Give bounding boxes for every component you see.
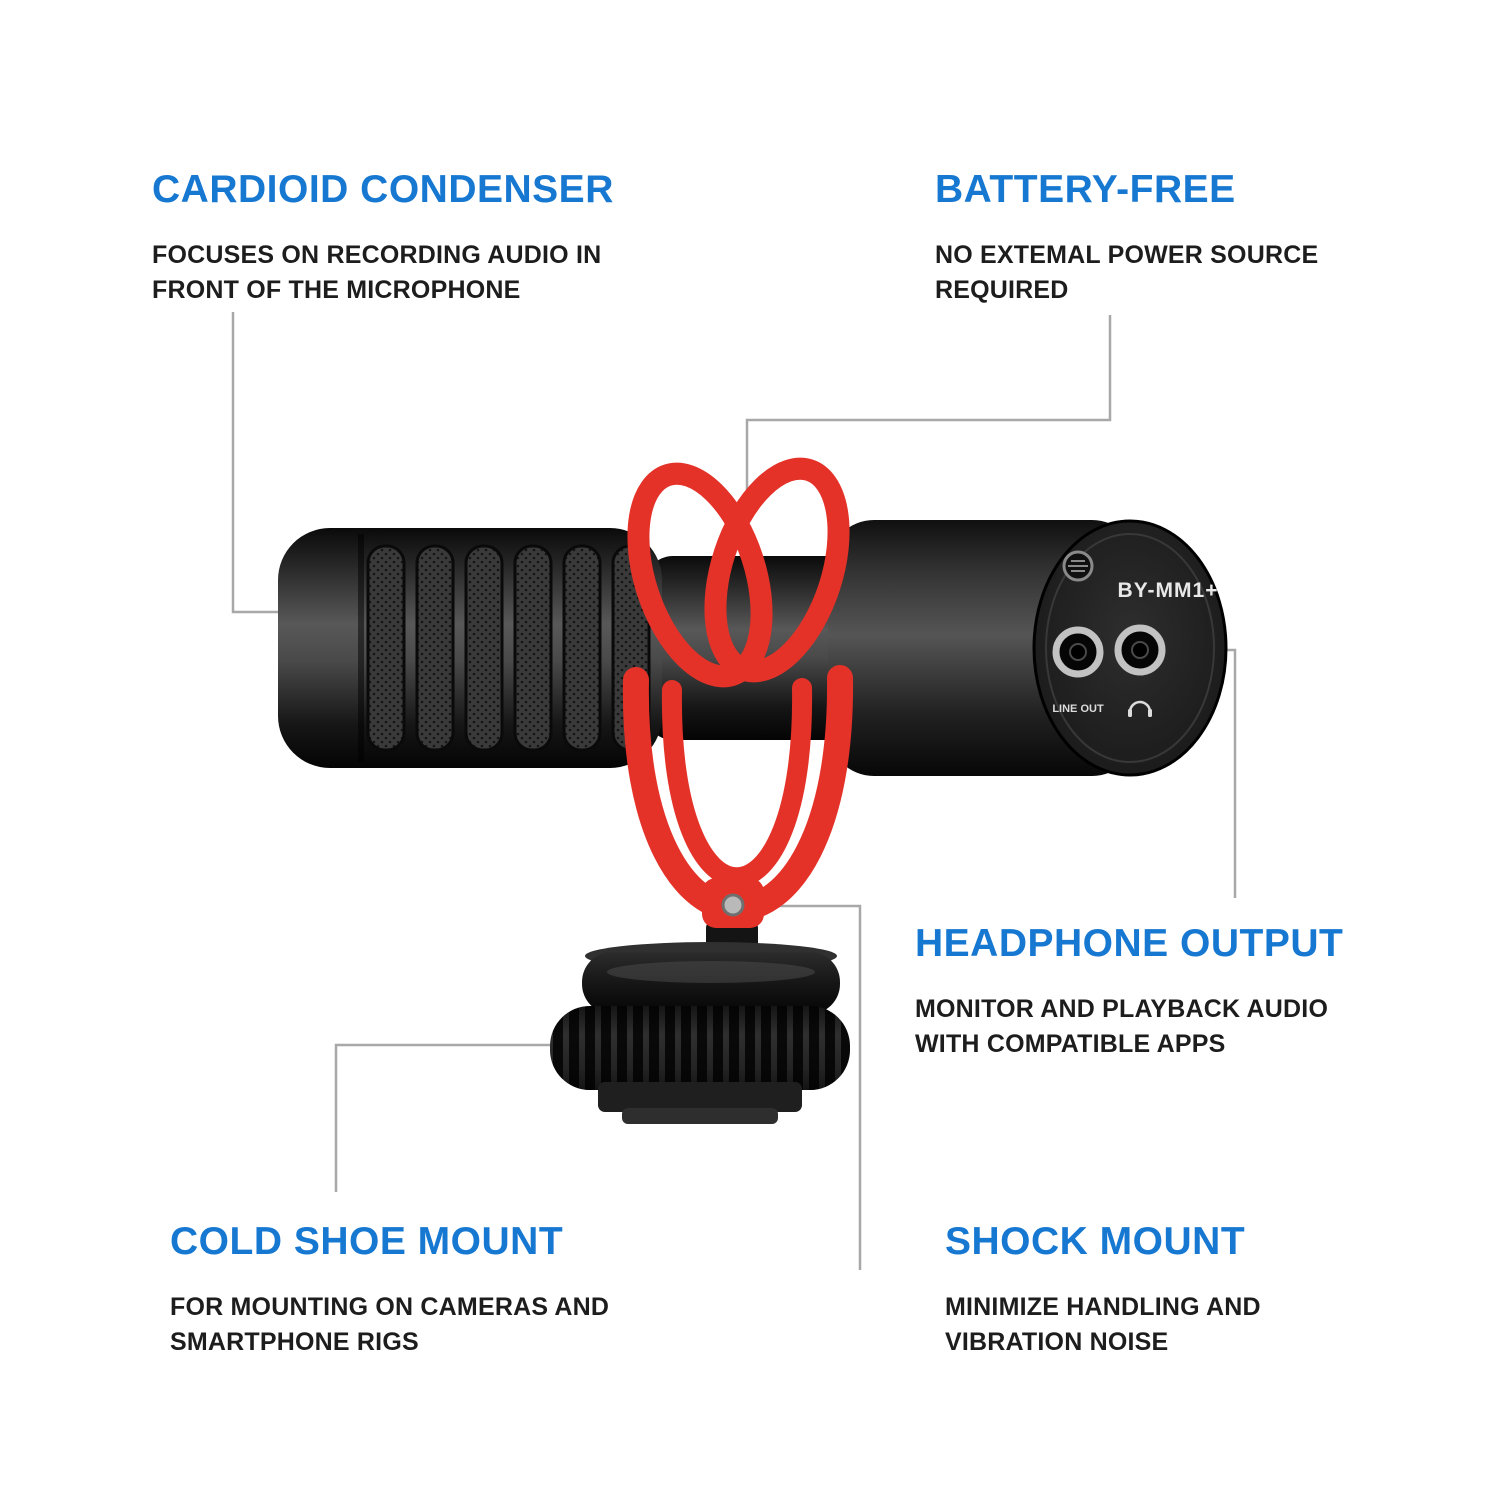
- shock-band-right: [704, 457, 850, 683]
- windscreen: [278, 528, 662, 768]
- rear-face-rim: [1032, 519, 1228, 777]
- shoe-foot: [622, 1108, 778, 1124]
- windscreen-slot: [562, 544, 602, 752]
- line-out-label: LINE OUT: [1052, 703, 1104, 715]
- rear-face-inner-rim: [1045, 533, 1215, 763]
- feature-description: MINIMIZE HANDLING AND VIBRATION NOISE: [945, 1292, 1261, 1356]
- shoe-disc-highlight: [607, 961, 815, 983]
- feature-cold-shoe-mount: COLD SHOE MOUNT FOR MOUNTING ON CAMERAS …: [170, 1220, 620, 1360]
- cold-shoe-mount: [550, 920, 850, 1124]
- callout-line-battery-free: [745, 315, 1112, 520]
- callout-lines: [231, 312, 1237, 1270]
- logo-ring-icon: [1062, 550, 1094, 582]
- windscreen-slot: [366, 544, 406, 752]
- feature-headphone-output: HEADPHONE OUTPUT MONITOR AND PLAYBACK AU…: [915, 922, 1365, 1062]
- feature-shock-mount: SHOCK MOUNT MINIMIZE HANDLING AND VIBRAT…: [945, 1220, 1295, 1360]
- shock-cradle-inner: [661, 678, 813, 888]
- feature-title: HEADPHONE OUTPUT: [915, 922, 1344, 965]
- headphone-icon: [1128, 700, 1152, 717]
- windscreen-slot: [464, 544, 504, 752]
- shoe-base: [598, 1082, 802, 1112]
- callout-line-cold-shoe: [334, 1043, 560, 1192]
- headphone-jack: [1114, 624, 1166, 676]
- feature-title: SHOCK MOUNT: [945, 1220, 1246, 1263]
- feature-description: FOR MOUNTING ON CAMERAS AND SMARTPHONE R…: [170, 1292, 610, 1356]
- feature-title: CARDIOID CONDENSER: [152, 168, 614, 211]
- shock-mount-screw: [721, 893, 745, 917]
- windscreen-cap-seam: [358, 534, 364, 762]
- feature-description: MONITOR AND PLAYBACK AUDIO WITH COMPATIB…: [915, 994, 1329, 1058]
- shock-mount: [622, 457, 854, 928]
- windscreen-slot: [513, 544, 553, 752]
- line-out-jack: [1052, 626, 1104, 678]
- model-label: BY-MM1+: [1118, 579, 1219, 602]
- feature-description: NO EXTEMAL POWER SOURCE REQUIRED: [935, 240, 1319, 304]
- rear-body: BY-MM1+ LINE OUT: [828, 519, 1228, 777]
- feature-battery-free: BATTERY-FREE NO EXTEMAL POWER SOURCE REQ…: [935, 168, 1335, 308]
- feature-title: BATTERY-FREE: [935, 168, 1236, 211]
- callout-line-cardioid: [231, 312, 290, 614]
- locking-wheel-shade: [550, 1006, 850, 1090]
- windscreen-slot: [415, 544, 455, 752]
- feature-cardioid-condenser: CARDIOID CONDENSER FOCUSES ON RECORDING …: [152, 168, 617, 308]
- feature-title: COLD SHOE MOUNT: [170, 1220, 564, 1263]
- feature-description: FOCUSES ON RECORDING AUDIO IN FRONT OF T…: [152, 240, 602, 304]
